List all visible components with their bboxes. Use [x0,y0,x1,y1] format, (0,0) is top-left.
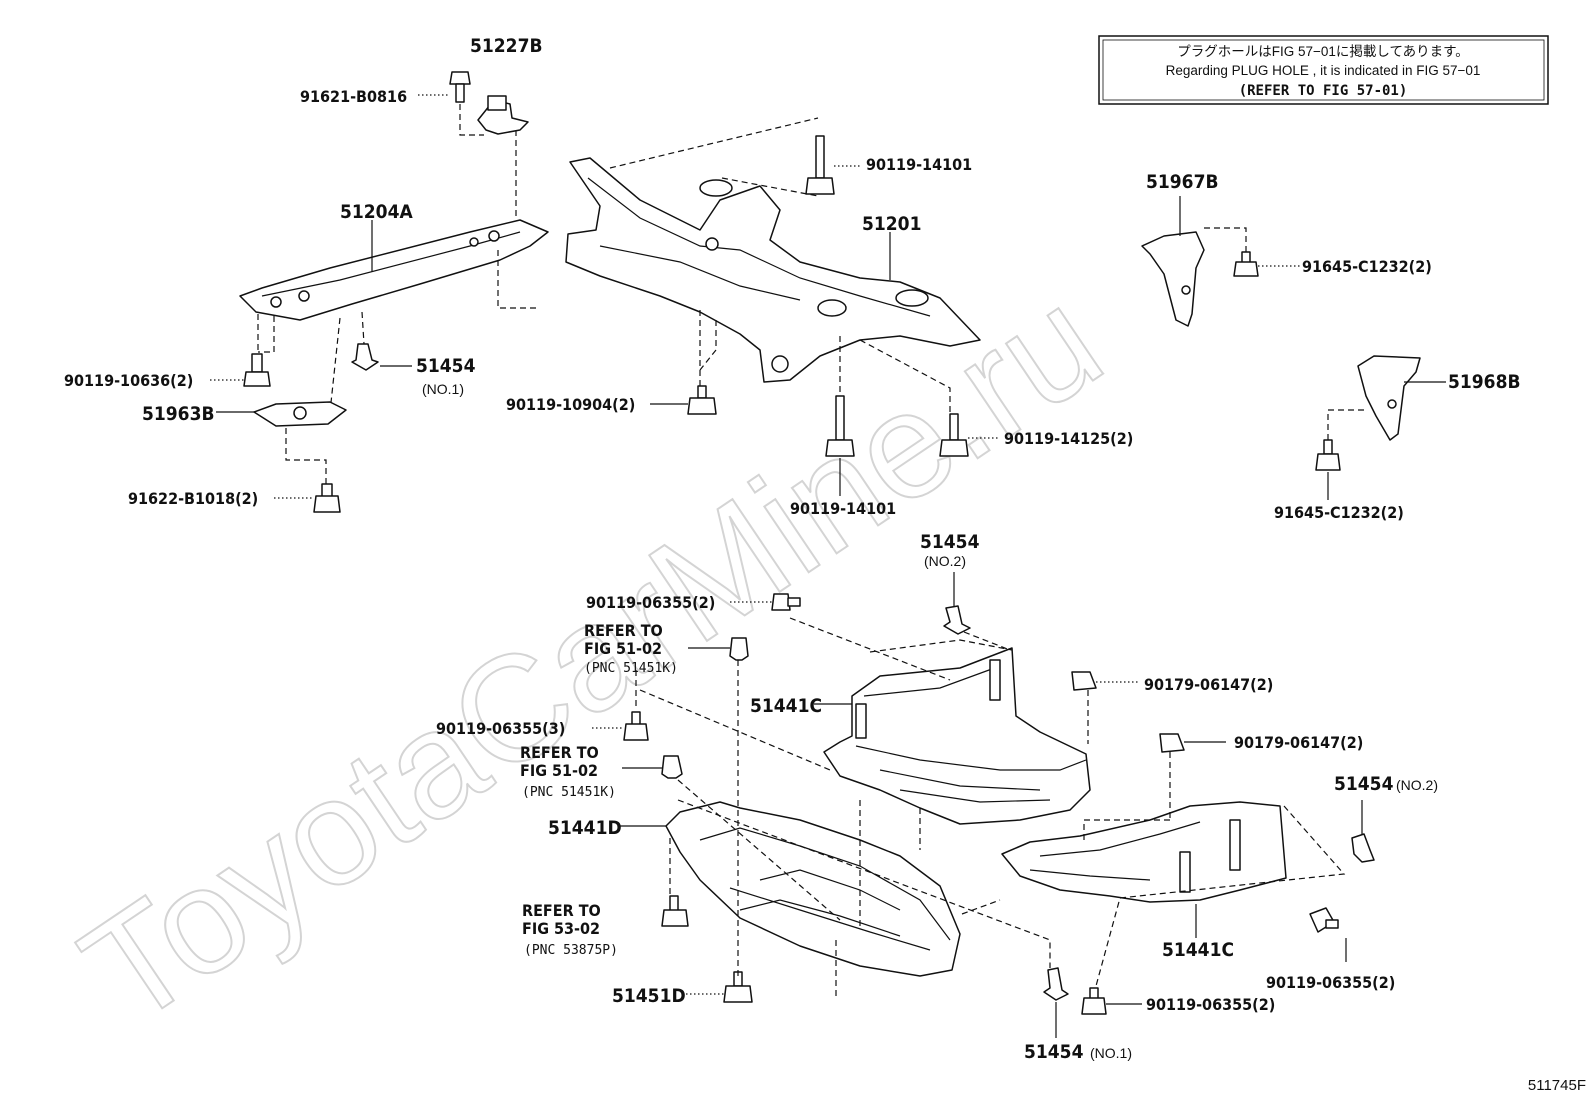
bolt-90119-06355-d[interactable] [1081,987,1107,1015]
label-no2-mid: (NO.2) [924,553,966,569]
label-51441C-left: 51441C [750,695,822,717]
note-line-3: (REFER TO FIG 57-01) [1239,83,1408,99]
clip-51454-no2-right[interactable] [1351,833,1375,863]
bolt-90119-14101-top[interactable] [805,135,835,195]
label-51454-no1-top: 51454 [416,355,476,377]
reference-note-box: プラグホールはFIG 57−01に掲載してあります。 Regarding PLU… [1098,35,1549,105]
label-refer3-c: (PNC 53875P) [524,943,618,958]
under-cover-51441C-right[interactable] [1001,801,1287,903]
label-90119-14101-top: 90119-14101 [866,155,972,174]
label-refer2-c: (PNC 51451K) [522,785,616,800]
bolt-90119-06355-c[interactable] [1309,907,1339,933]
crossmember-51204A[interactable] [239,219,549,321]
bolt-pnc-53875P[interactable] [661,895,689,927]
label-51441C-right: 51441C [1162,939,1234,961]
clip-90179-06147-a[interactable] [1071,671,1097,691]
under-cover-51441C-left[interactable] [823,647,1091,825]
label-51227B: 51227B [470,35,543,57]
label-51454-no2-mid: 51454 [920,531,980,553]
bolt-91645-C1232-top[interactable] [1233,251,1259,277]
clip-51454-no1-bot[interactable] [1043,967,1069,1001]
label-refer1-a: REFER TO [584,621,663,640]
label-90119-10904: 90119-10904(2) [506,395,635,414]
label-90119-06355-c: 90119-06355(2) [1266,973,1395,992]
label-no1-bot: (NO.1) [1090,1045,1132,1061]
label-51963B: 51963B [142,403,215,425]
crossmember-51201[interactable] [565,157,981,383]
label-90119-06355-b: 90119-06355(3) [436,719,565,738]
label-51454-no1-bot: 51454 [1024,1041,1084,1063]
bolt-91645-C1232-bot[interactable] [1315,439,1341,471]
label-90119-14125: 90119-14125(2) [1004,429,1133,448]
label-refer3-a: REFER TO [522,901,601,920]
figure-code: 511745F [1528,1077,1586,1094]
clip-51454-no1-top[interactable] [351,343,379,371]
bolt-91621-B0816[interactable] [449,71,471,103]
bolt-90119-06355-b[interactable] [623,711,649,741]
label-51967B: 51967B [1146,171,1219,193]
note-line-1: プラグホールはFIG 57−01に掲載してあります。 [1177,44,1469,59]
label-90179-06147-b: 90179-06147(2) [1234,733,1363,752]
label-51441D: 51441D [548,817,622,839]
clip-pnc-51451k-a[interactable] [729,637,749,661]
under-cover-51441D[interactable] [665,801,961,977]
label-no2-right: (NO.2) [1396,777,1438,793]
label-no1-top: (NO.1) [422,381,464,397]
label-51204A: 51204A [340,201,413,223]
bolt-90119-06355-a[interactable] [771,593,801,611]
label-90119-14101-bot: 90119-14101 [790,499,896,518]
bolt-90119-14101-bot[interactable] [825,395,855,457]
bracket-51227B[interactable] [477,95,529,135]
label-90179-06147-a: 90179-06147(2) [1144,675,1273,694]
label-90119-10636: 90119-10636(2) [64,371,193,390]
label-90119-06355-a: 90119-06355(2) [586,593,715,612]
bracket-51967B[interactable] [1141,231,1205,327]
clip-pnc-51451k-b[interactable] [661,755,683,779]
label-91645-C1232-bot: 91645-C1232(2) [1274,503,1404,522]
label-refer2-a: REFER TO [520,743,599,762]
label-91621-B0816: 91621-B0816 [300,87,407,106]
label-refer3-b: FIG 53-02 [522,919,600,938]
label-refer1-c: (PNC 51451K) [584,661,678,676]
bolt-91622-B1018[interactable] [313,483,341,513]
bolt-90119-10904[interactable] [687,385,717,415]
label-51454-no2-right: 51454 [1334,773,1394,795]
label-91645-C1232-top: 91645-C1232(2) [1302,257,1432,276]
bolt-51451D[interactable] [723,971,753,1003]
label-51201: 51201 [862,213,921,235]
clip-51454-no2-mid[interactable] [943,605,971,635]
label-90119-06355-d: 90119-06355(2) [1146,995,1275,1014]
label-refer1-b: FIG 51-02 [584,639,662,658]
label-refer2-b: FIG 51-02 [520,761,598,780]
label-51451D: 51451D [612,985,686,1007]
bolt-90119-10636[interactable] [243,353,271,387]
bolt-90119-14125[interactable] [939,413,969,457]
label-91622-B1018: 91622-B1018(2) [128,489,258,508]
note-line-2: Regarding PLUG HOLE , it is indicated in… [1166,63,1481,78]
clip-90179-06147-b[interactable] [1159,733,1185,753]
bracket-51968B[interactable] [1357,355,1421,441]
plate-51963B[interactable] [253,401,347,427]
label-51968B: 51968B [1448,371,1521,393]
